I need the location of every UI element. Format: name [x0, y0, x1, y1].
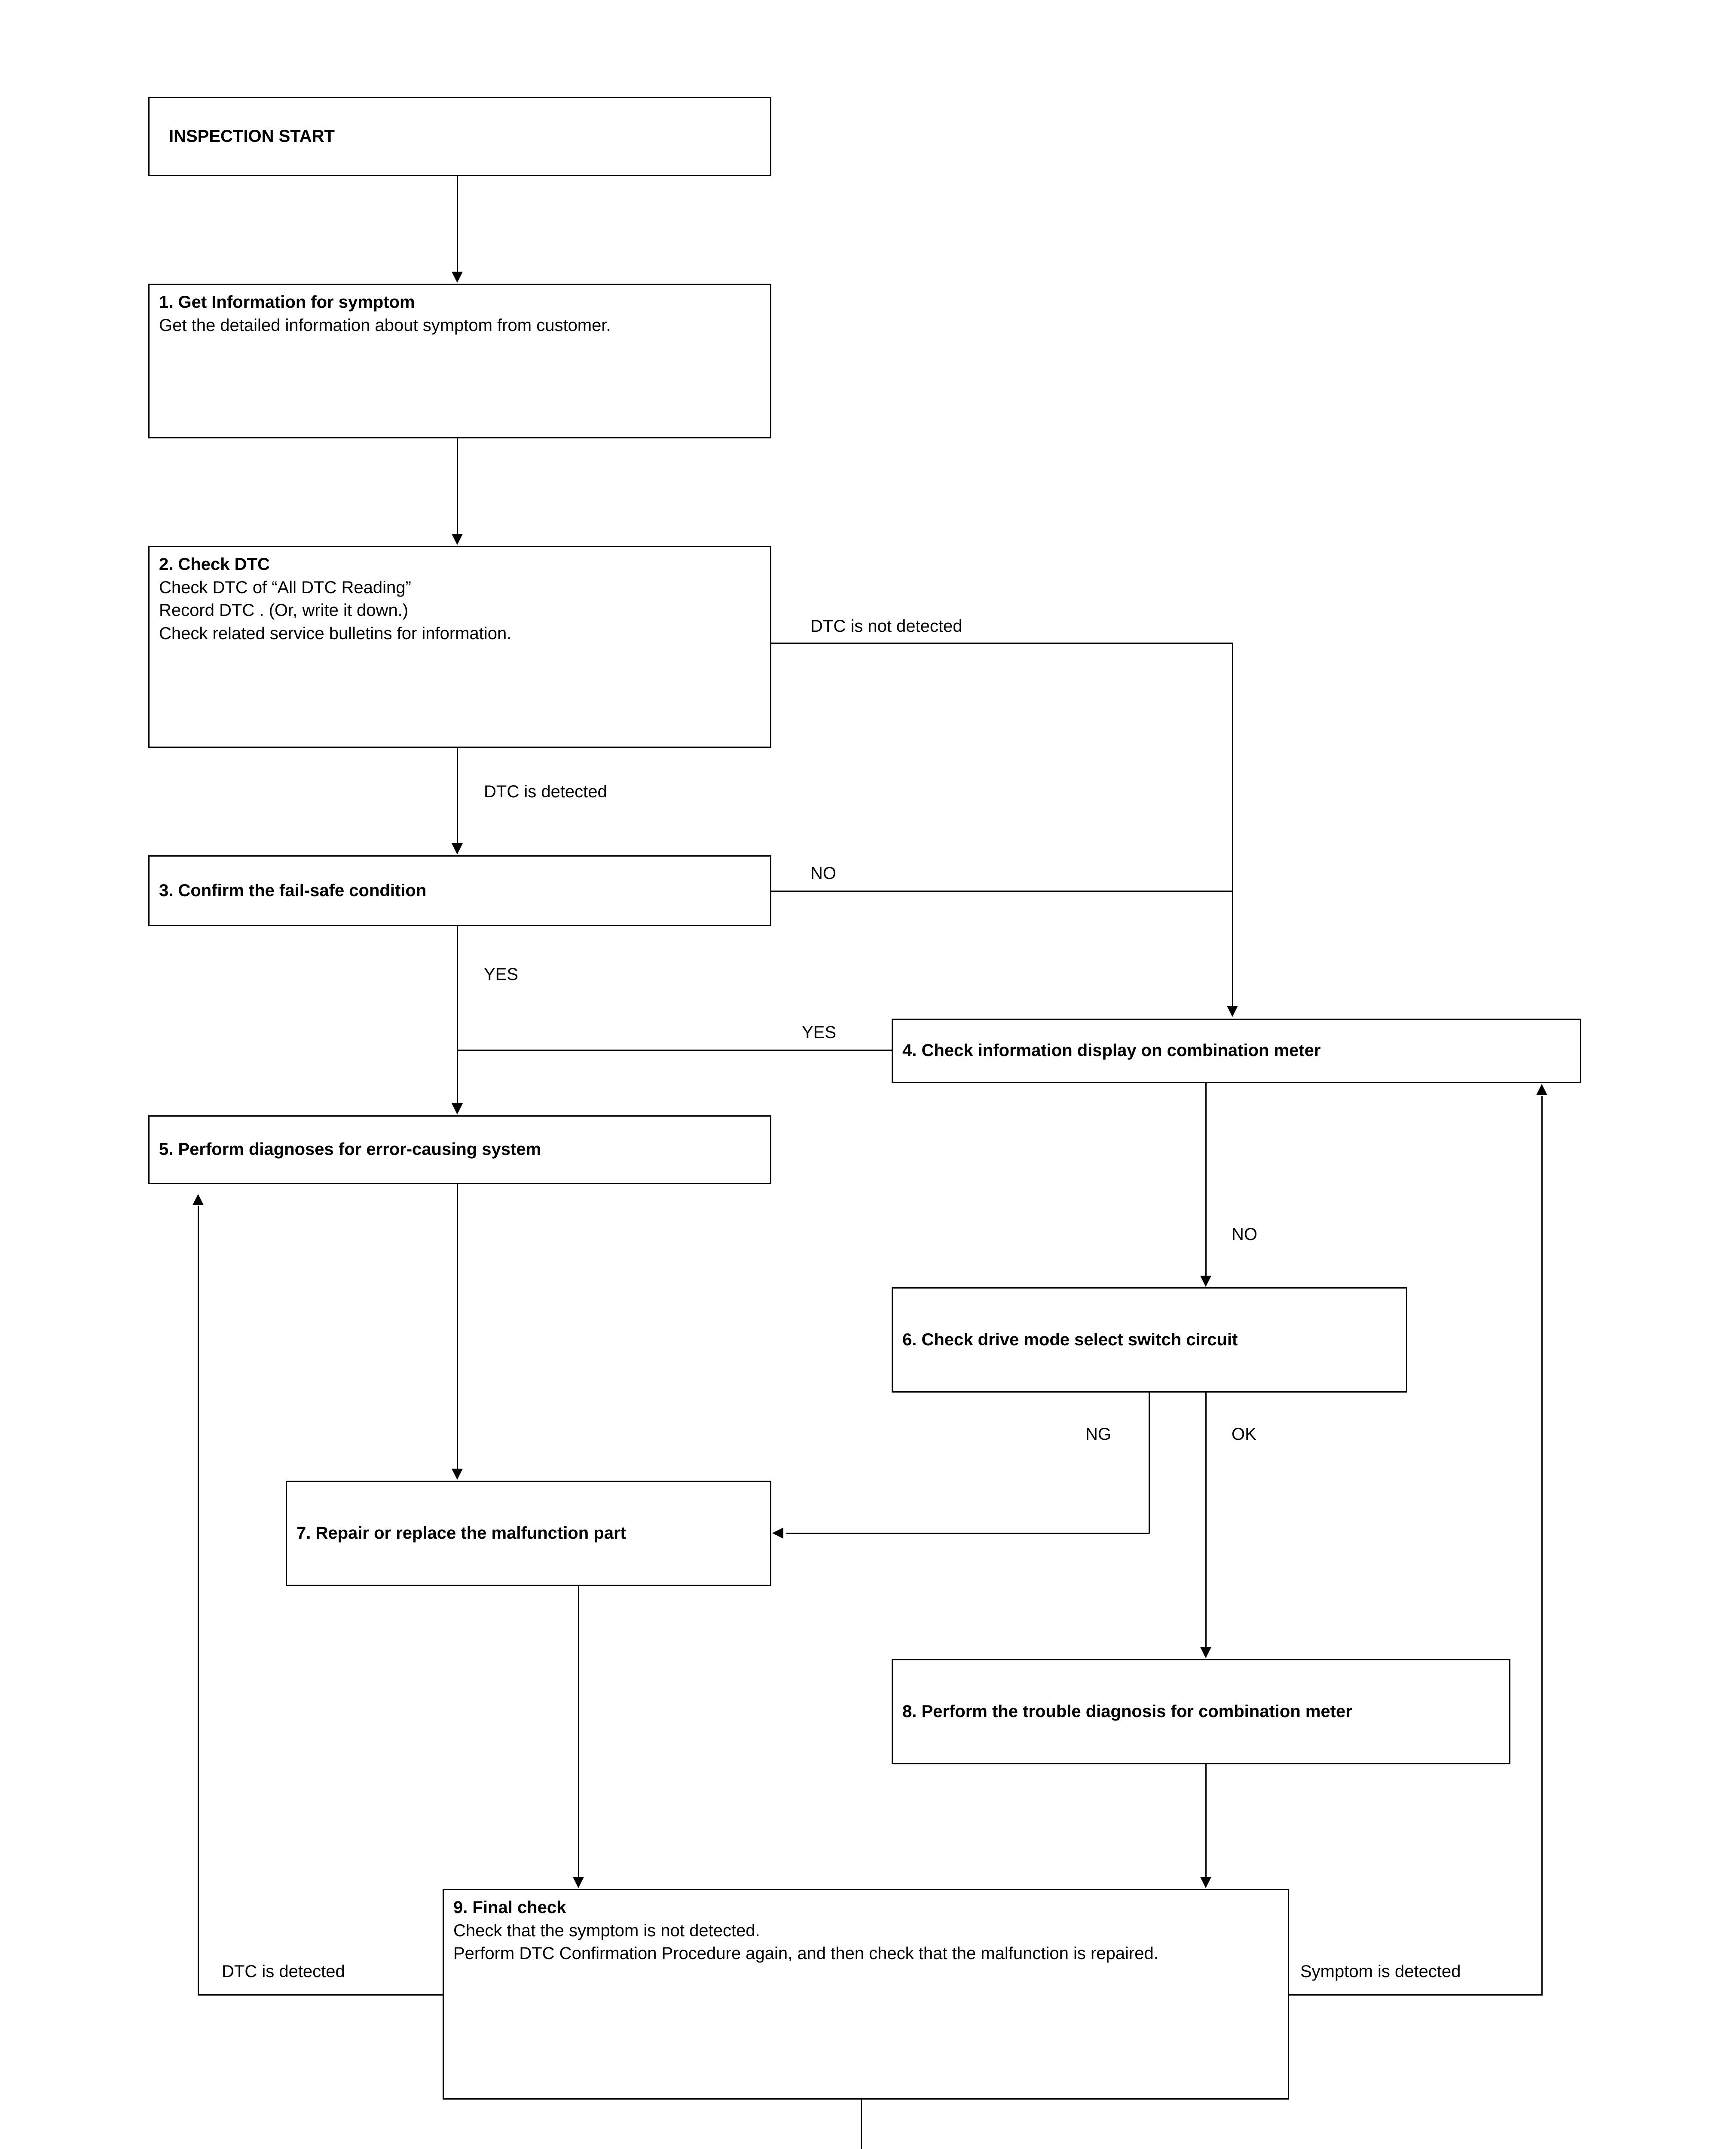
node-step-3: 3. Confirm the fail-safe condition [148, 855, 771, 926]
edge-step6-ng-vertical [1149, 1393, 1150, 1534]
arrowhead-step7-to-step9 [573, 1877, 584, 1888]
edge-step9-symptom-loop-horizontal [1289, 1994, 1543, 1996]
edge-step3-no-horizontal [771, 891, 1233, 892]
node-inspection-start-label: INSPECTION START [169, 126, 335, 146]
node-step-9-body: Check that the symptom is not detected. … [453, 1921, 1158, 1963]
arrowhead-step6-ok-to-step8 [1200, 1647, 1211, 1658]
edge-step9-dtc-loop-vertical [198, 1206, 199, 1996]
edge-label-no-step4: NO [1229, 1225, 1260, 1244]
edge-step2-not-detected-vertical [1232, 643, 1233, 1006]
node-step-7-heading: 7. Repair or replace the malfunction par… [296, 1523, 626, 1543]
edge-step5-to-step7 [457, 1184, 458, 1469]
edge-step9-dtc-loop-horizontal [198, 1994, 444, 1996]
edge-step2-to-step3 [457, 748, 458, 843]
edge-step9-to-end [861, 2100, 862, 2149]
edge-label-no-step3: NO [808, 864, 839, 883]
node-step-7: 7. Repair or replace the malfunction par… [286, 1481, 771, 1586]
edge-step3-to-step5 [457, 926, 458, 1103]
node-step-4: 4. Check information display on combinat… [892, 1019, 1581, 1083]
edge-label-dtc-is-not-detected: DTC is not detected [808, 617, 965, 636]
node-step-9-heading: 9. Final check [453, 1898, 566, 1917]
edge-label-symptom-is-detected-loop: Symptom is detected [1298, 1962, 1464, 1981]
edge-step1-to-step2 [457, 438, 458, 534]
node-inspection-start: INSPECTION START [148, 97, 771, 176]
node-step-6: 6. Check drive mode select switch circui… [892, 1287, 1407, 1393]
edge-label-dtc-is-detected-loop: DTC is detected [219, 1962, 348, 1981]
edge-label-yes-step3: YES [481, 965, 521, 984]
arrowhead-step3-to-step5 [452, 1103, 463, 1114]
node-step-5-heading: 5. Perform diagnoses for error-causing s… [159, 1140, 541, 1159]
node-step-5: 5. Perform diagnoses for error-causing s… [148, 1115, 771, 1184]
arrowhead-step9-dtc-loop [193, 1194, 204, 1205]
edge-label-yes-step4: YES [799, 1023, 839, 1042]
edge-label-ok-step6: OK [1229, 1425, 1259, 1444]
edge-step4-yes-horizontal [457, 1050, 893, 1051]
arrowhead-step8-to-step9 [1200, 1877, 1211, 1888]
arrowhead-step5-to-step7 [452, 1469, 463, 1480]
edge-label-ng-step6: NG [1083, 1425, 1114, 1444]
node-step-1-body: Get the detailed information about sympt… [159, 315, 611, 335]
edge-label-dtc-is-detected: DTC is detected [481, 782, 610, 802]
edge-step7-to-step9 [578, 1586, 579, 1878]
node-step-6-heading: 6. Check drive mode select switch circui… [902, 1330, 1238, 1349]
node-step-8-heading: 8. Perform the trouble diagnosis for com… [902, 1702, 1352, 1721]
edge-step4-to-step6 [1205, 1083, 1207, 1277]
edge-start-to-step1 [457, 176, 458, 273]
arrowhead-step1-to-step2 [452, 534, 463, 545]
node-step-4-heading: 4. Check information display on combinat… [902, 1041, 1321, 1060]
node-step-1-heading: 1. Get Information for symptom [159, 293, 415, 312]
edge-step9-symptom-loop-vertical [1541, 1096, 1543, 1996]
arrowhead-step6-ng-to-step7 [772, 1528, 783, 1539]
node-step-9: 9. Final check Check that the symptom is… [443, 1889, 1289, 2100]
edge-step6-ng-horizontal [786, 1533, 1149, 1534]
arrowhead-step4-to-step6 [1200, 1276, 1211, 1287]
edge-step6-ok-to-step8 [1205, 1393, 1207, 1647]
edge-step8-to-step9 [1205, 1764, 1207, 1878]
arrowhead-step2-to-step3 [452, 843, 463, 854]
arrowhead-step9-symptom-loop [1536, 1084, 1547, 1095]
node-step-2-heading: 2. Check DTC [159, 555, 270, 574]
node-step-8: 8. Perform the trouble diagnosis for com… [892, 1659, 1510, 1764]
node-step-2: 2. Check DTC Check DTC of “All DTC Readi… [148, 546, 771, 748]
edge-step2-not-detected-horizontal [771, 643, 1233, 644]
node-step-2-body: Check DTC of “All DTC Reading” Record DT… [159, 578, 512, 643]
node-step-1: 1. Get Information for symptom Get the d… [148, 284, 771, 438]
node-step-3-heading: 3. Confirm the fail-safe condition [159, 881, 427, 900]
arrowhead-step2-not-detected [1227, 1006, 1238, 1017]
arrowhead-start-to-step1 [452, 272, 463, 283]
